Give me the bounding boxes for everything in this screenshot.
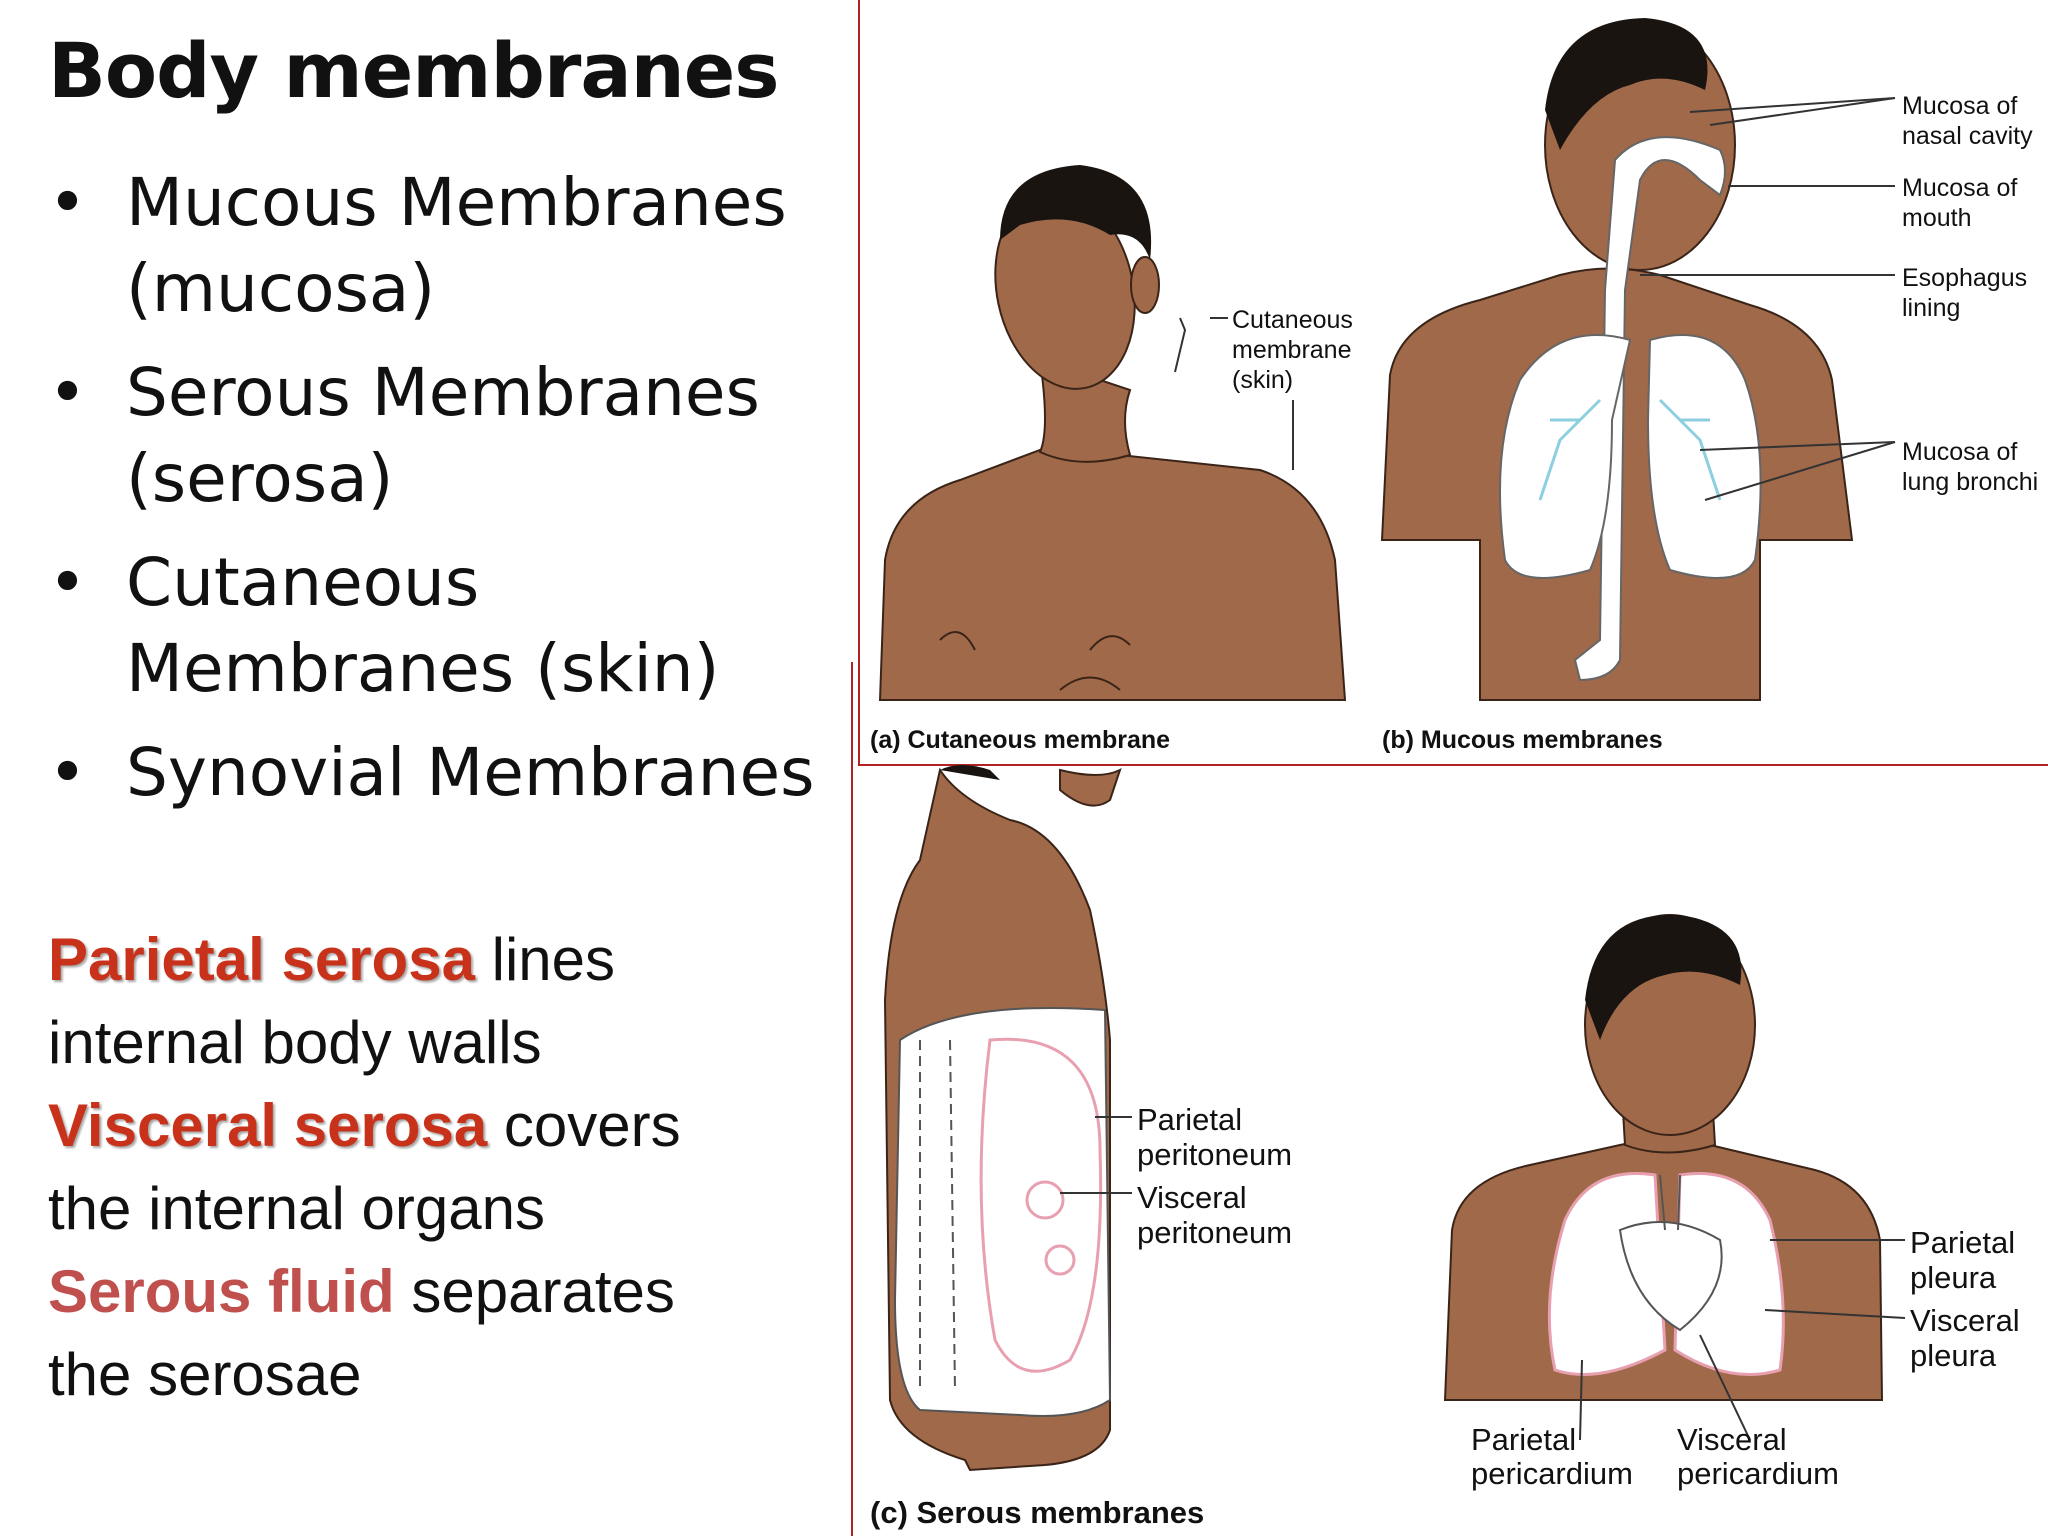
visceral-pleura-label-2: pleura [1910, 1338, 1997, 1373]
parietal-line: Parietal serosa lines [48, 926, 616, 993]
cutaneous-label-2: membrane [1232, 336, 1352, 364]
cutaneous-label-1: Cutaneous [1232, 306, 1353, 334]
bullet-icon: • [48, 354, 87, 431]
mouth-label-1: Mucosa of [1902, 174, 2017, 202]
figure-top-border [858, 0, 2048, 766]
nasal-label-1: Mucosa of [1902, 92, 2017, 120]
parietal-peritoneum-label-1: Parietal [1137, 1102, 1242, 1137]
serosa-explanation: Parietal serosa lines internal body wall… [48, 918, 868, 1416]
visceral-peritoneum-label-2: peritoneum [1137, 1215, 1292, 1250]
caption-b: (b) Mucous membranes [1382, 726, 1663, 754]
serous-front-figure [1443, 914, 1906, 1441]
bullet-icon: • [48, 734, 87, 811]
caption-c: (c) Serous membranes [870, 1495, 1204, 1530]
list-item-text: Mucous Membranes(mucosa) [126, 164, 787, 327]
parietal-peritoneum-label-2: peritoneum [1137, 1137, 1292, 1172]
parietal-pleura-label-2: pleura [1910, 1260, 1997, 1295]
visceral-line: Visceral serosa covers [48, 1092, 681, 1159]
bullet-icon: • [48, 544, 87, 621]
bronchi-label-2: lung bronchi [1902, 468, 2038, 496]
visceral-line-2: the internal organs [48, 1175, 545, 1242]
bronchi-label-1: Mucosa of [1902, 438, 2017, 466]
parietal-term: Parietal serosa [48, 926, 475, 993]
cutaneous-label-3: (skin) [1232, 366, 1293, 394]
visceral-pericardium-label-1: Visceral [1677, 1422, 1787, 1457]
cutaneous-figure [878, 165, 1347, 701]
bullet-icon: • [48, 164, 87, 241]
list-item-text: Synovial Membranes [126, 734, 815, 811]
mucous-figure [1380, 18, 1896, 701]
visceral-peritoneum-label-1: Visceral [1137, 1180, 1247, 1215]
parietal-pleura-label-1: Parietal [1910, 1225, 2015, 1260]
membrane-list: • Mucous Membranes(mucosa) • Serous Memb… [48, 160, 848, 834]
nasal-label-2: nasal cavity [1902, 122, 2033, 150]
esophagus-label-2: lining [1902, 294, 1960, 322]
serous-side-figure [883, 765, 1132, 1472]
parietal-pericardium-label-1: Parietal [1471, 1422, 1576, 1457]
caption-a: (a) Cutaneous membrane [870, 726, 1170, 754]
fluid-line-2: the serosae [48, 1341, 362, 1408]
parietal-pericardium-label-2: pericardium [1471, 1456, 1633, 1491]
mouth-label-2: mouth [1902, 204, 1971, 232]
page-title: Body membranes [48, 26, 780, 115]
fluid-line: Serous fluid separates [48, 1258, 675, 1325]
fluid-term: Serous fluid [48, 1258, 395, 1325]
visceral-pleura-label-1: Visceral [1910, 1303, 2020, 1338]
list-item-synovial: • Synovial Membranes [48, 730, 848, 816]
esophagus-label-1: Esophagus [1902, 264, 2027, 292]
list-item-mucous: • Mucous Membranes(mucosa) [48, 160, 848, 332]
list-item-serous: • Serous Membranes(serosa) [48, 350, 848, 522]
visceral-pericardium-label-2: pericardium [1677, 1456, 1839, 1491]
figure-bottom-border [851, 662, 853, 1536]
visceral-term: Visceral serosa [48, 1092, 488, 1159]
list-item-text: Serous Membranes(serosa) [126, 354, 760, 517]
parietal-line-2: internal body walls [48, 1009, 542, 1076]
